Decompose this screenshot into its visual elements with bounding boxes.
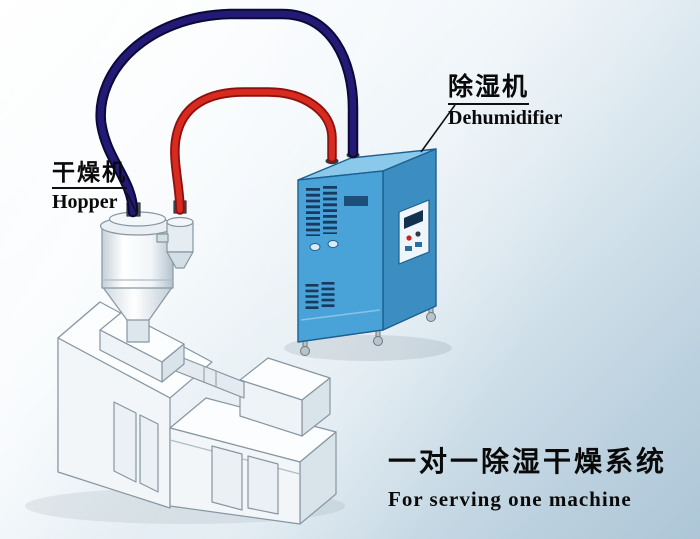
system-caption-en: For serving one machine	[388, 487, 632, 511]
dehumidifier-label: 除湿机 Dehumidifier	[448, 74, 562, 129]
switch-button	[405, 246, 412, 251]
dehumidifier-leader-line	[420, 104, 456, 153]
dry-air-pipe	[171, 89, 335, 213]
control-panel	[398, 199, 430, 265]
control-display	[404, 210, 423, 229]
dark-button	[415, 231, 421, 237]
extruder-machine	[57, 301, 337, 525]
hopper-stand-front	[99, 329, 163, 383]
caster-wheel	[373, 336, 383, 346]
red-indicator-button	[406, 235, 412, 241]
hopper-loader-top	[166, 216, 194, 228]
hopper-label: 干燥机 Hopper	[52, 160, 127, 213]
dehumidifier-label-en: Dehumidifier	[448, 107, 563, 130]
hopper-label-en: Hopper	[52, 191, 118, 214]
cabinet-front-face	[297, 170, 384, 343]
inspection-port	[327, 240, 339, 248]
inspection-port	[309, 243, 321, 251]
hopper-leader-line	[126, 192, 138, 215]
caster-wheel	[300, 346, 310, 356]
hopper-label-cn: 干燥机	[52, 160, 127, 190]
machine-door-panel	[211, 445, 243, 511]
caster-wheel	[426, 312, 436, 322]
machine-door-panel	[113, 401, 137, 483]
machine-door-panel	[139, 414, 159, 493]
return-air-pipe	[97, 10, 357, 216]
leader-lines	[126, 104, 456, 215]
loader-bridge-pipe	[156, 233, 169, 243]
hopper-loader-cone	[166, 251, 194, 269]
machine-door-panel	[247, 455, 279, 515]
cabinet-shadow	[284, 335, 452, 361]
dehumidifier-cabinet	[297, 148, 437, 356]
hopper-neck	[126, 317, 150, 343]
front-seam	[300, 309, 381, 321]
brand-logo	[344, 196, 368, 206]
dehumidifier-label-cn: 除湿机	[448, 74, 530, 106]
switch-button	[415, 242, 422, 247]
hopper-dryer	[99, 200, 194, 343]
control-panel-plate	[398, 199, 430, 265]
system-caption-cn: 一对一除湿干燥系统	[388, 446, 668, 477]
cabinet-front-details	[300, 186, 381, 321]
air-pipes	[95, 8, 359, 218]
machine-box-front-face	[239, 379, 303, 437]
system-caption: 一对一除湿干燥系统 For serving one machine	[388, 440, 667, 512]
